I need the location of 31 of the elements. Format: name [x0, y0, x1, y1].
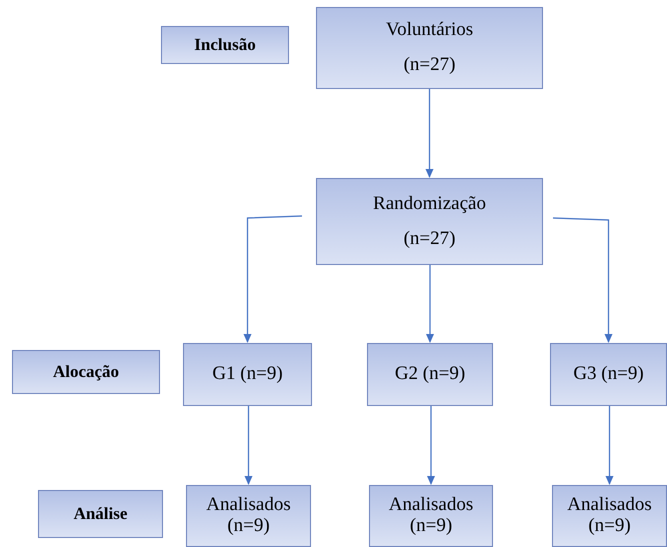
box-text: Análise — [74, 504, 128, 524]
result-box — [369, 485, 493, 547]
box-text: (n=27) — [404, 55, 456, 76]
group-box — [550, 343, 667, 406]
box-text: G3 (n=9) — [573, 364, 644, 385]
box-text: G2 (n=9) — [394, 364, 466, 385]
arrow — [606, 406, 614, 485]
group-box — [183, 343, 312, 406]
process-box — [316, 7, 543, 89]
arrow — [427, 406, 435, 485]
arrow — [244, 215, 302, 343]
box-text: Analisados (n=9) — [566, 495, 653, 537]
arrow — [552, 217, 612, 343]
arrow — [426, 265, 434, 343]
group-box — [367, 343, 493, 406]
box-text: Voluntários — [386, 20, 474, 41]
stage-label-box — [12, 350, 160, 394]
box-text: G1 (n=9) — [212, 364, 283, 385]
box-text: Randomização — [373, 194, 486, 214]
stage-label-box — [161, 26, 289, 64]
arrow — [426, 89, 434, 178]
result-box — [186, 485, 311, 547]
box-text: Analisados (n=9) — [205, 495, 292, 537]
process-box — [316, 178, 543, 265]
box-text: Alocação — [52, 362, 120, 382]
arrow — [244, 406, 252, 485]
result-box — [552, 485, 667, 547]
box-text: Analisados (n=9) — [388, 495, 474, 537]
stage-label-box — [38, 490, 163, 538]
box-text: Inclusão — [194, 36, 256, 54]
box-text: (n=27) — [404, 228, 456, 250]
